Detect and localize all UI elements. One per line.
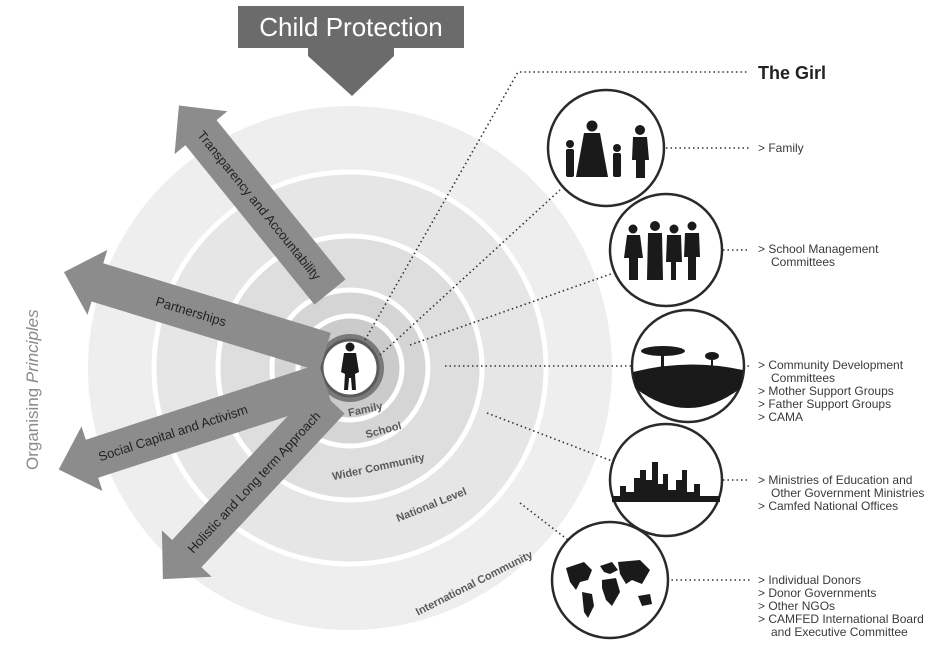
level-4-line-4: and Executive Committee <box>771 625 908 639</box>
level-3-line-1: Other Government Ministries <box>771 486 924 500</box>
dotted-connectors <box>364 71 752 581</box>
city-skyline-icon <box>612 462 720 502</box>
the-girl-title: The Girl <box>758 63 826 83</box>
level-4-line-1: > Donor Governments <box>758 586 876 600</box>
level-1-line-0: > School Management <box>758 242 879 256</box>
school-committee-silhouette-icon <box>624 221 700 280</box>
girl-silhouette-icon <box>341 342 359 390</box>
world-map-icon <box>566 560 652 618</box>
level-2-line-1: Committees <box>771 371 835 385</box>
down-arrow-icon <box>308 48 394 96</box>
family-silhouette-icon <box>566 120 649 178</box>
level-3-line-0: > Ministries of Education and <box>758 473 912 487</box>
level-icon-international <box>550 520 670 640</box>
level-icon-national <box>608 422 724 538</box>
level-icon-family <box>546 88 666 208</box>
level-2-line-4: > CAMA <box>758 410 803 424</box>
acacia-landscape-icon <box>633 346 743 408</box>
level-2-line-3: > Father Support Groups <box>758 397 891 411</box>
level-2-line-2: > Mother Support Groups <box>758 384 894 398</box>
level-4-line-2: > Other NGOs <box>758 599 835 613</box>
level-1-line-1: Committees <box>771 255 835 269</box>
level-3-line-2: > Camfed National Offices <box>758 499 898 513</box>
level-4-line-3: > CAMFED International Board <box>758 612 924 626</box>
organising-principles-label: Organising Principles <box>23 309 42 470</box>
header-title: Child Protection <box>259 12 443 42</box>
arrow-partnerships: Partnerships <box>63 249 331 372</box>
level-2-line-0: > Community Development <box>758 358 904 372</box>
child-protection-header: Child Protection <box>238 6 464 96</box>
level-icon-school <box>608 192 724 308</box>
level-4-line-0: > Individual Donors <box>758 573 861 587</box>
level-0-line-0: > Family <box>758 141 804 155</box>
level-icon-community <box>630 308 746 424</box>
